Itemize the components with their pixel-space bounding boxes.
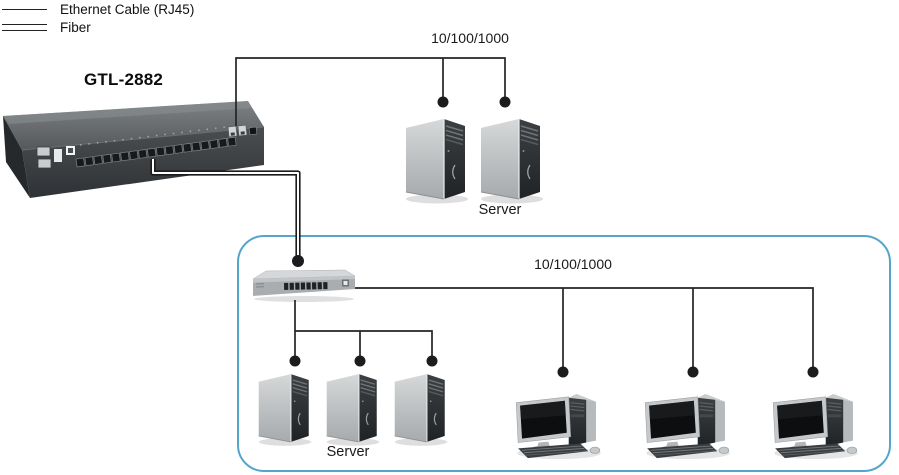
- workstation-1: [512, 390, 606, 462]
- sfp-port-row: [75, 136, 237, 168]
- legend-label-fiber: Fiber: [60, 19, 91, 35]
- top-bus-speed-label: 10/100/1000: [431, 30, 509, 46]
- server-top-1: [404, 113, 470, 205]
- management-ports: [36, 146, 75, 169]
- legend-item-ethernet: Ethernet Cable (RJ45): [2, 0, 194, 18]
- core-switch-model-label: GTL-2882: [84, 70, 164, 89]
- workstation-3: [769, 390, 863, 462]
- workstation-2: [641, 390, 735, 462]
- lan-server-group-label: Server: [326, 444, 370, 460]
- lan-switch-image: [250, 269, 356, 303]
- ethernet-line-swatch-icon: [2, 8, 47, 10]
- fiber-line-swatch-icon: [2, 23, 47, 31]
- server-lan-1: [257, 369, 313, 447]
- core-switch-gtl2882-image: [3, 101, 265, 198]
- legend: Ethernet Cable (RJ45) Fiber: [2, 0, 194, 36]
- lan-bus-speed-label: 10/100/1000: [534, 256, 612, 272]
- server-top-2: [479, 113, 545, 205]
- server-lan-3: [393, 369, 449, 447]
- top-server-group-label: Server: [478, 202, 522, 218]
- legend-item-fiber: Fiber: [2, 18, 194, 36]
- server-lan-2: [325, 369, 381, 447]
- legend-label-ethernet: Ethernet Cable (RJ45): [60, 1, 195, 17]
